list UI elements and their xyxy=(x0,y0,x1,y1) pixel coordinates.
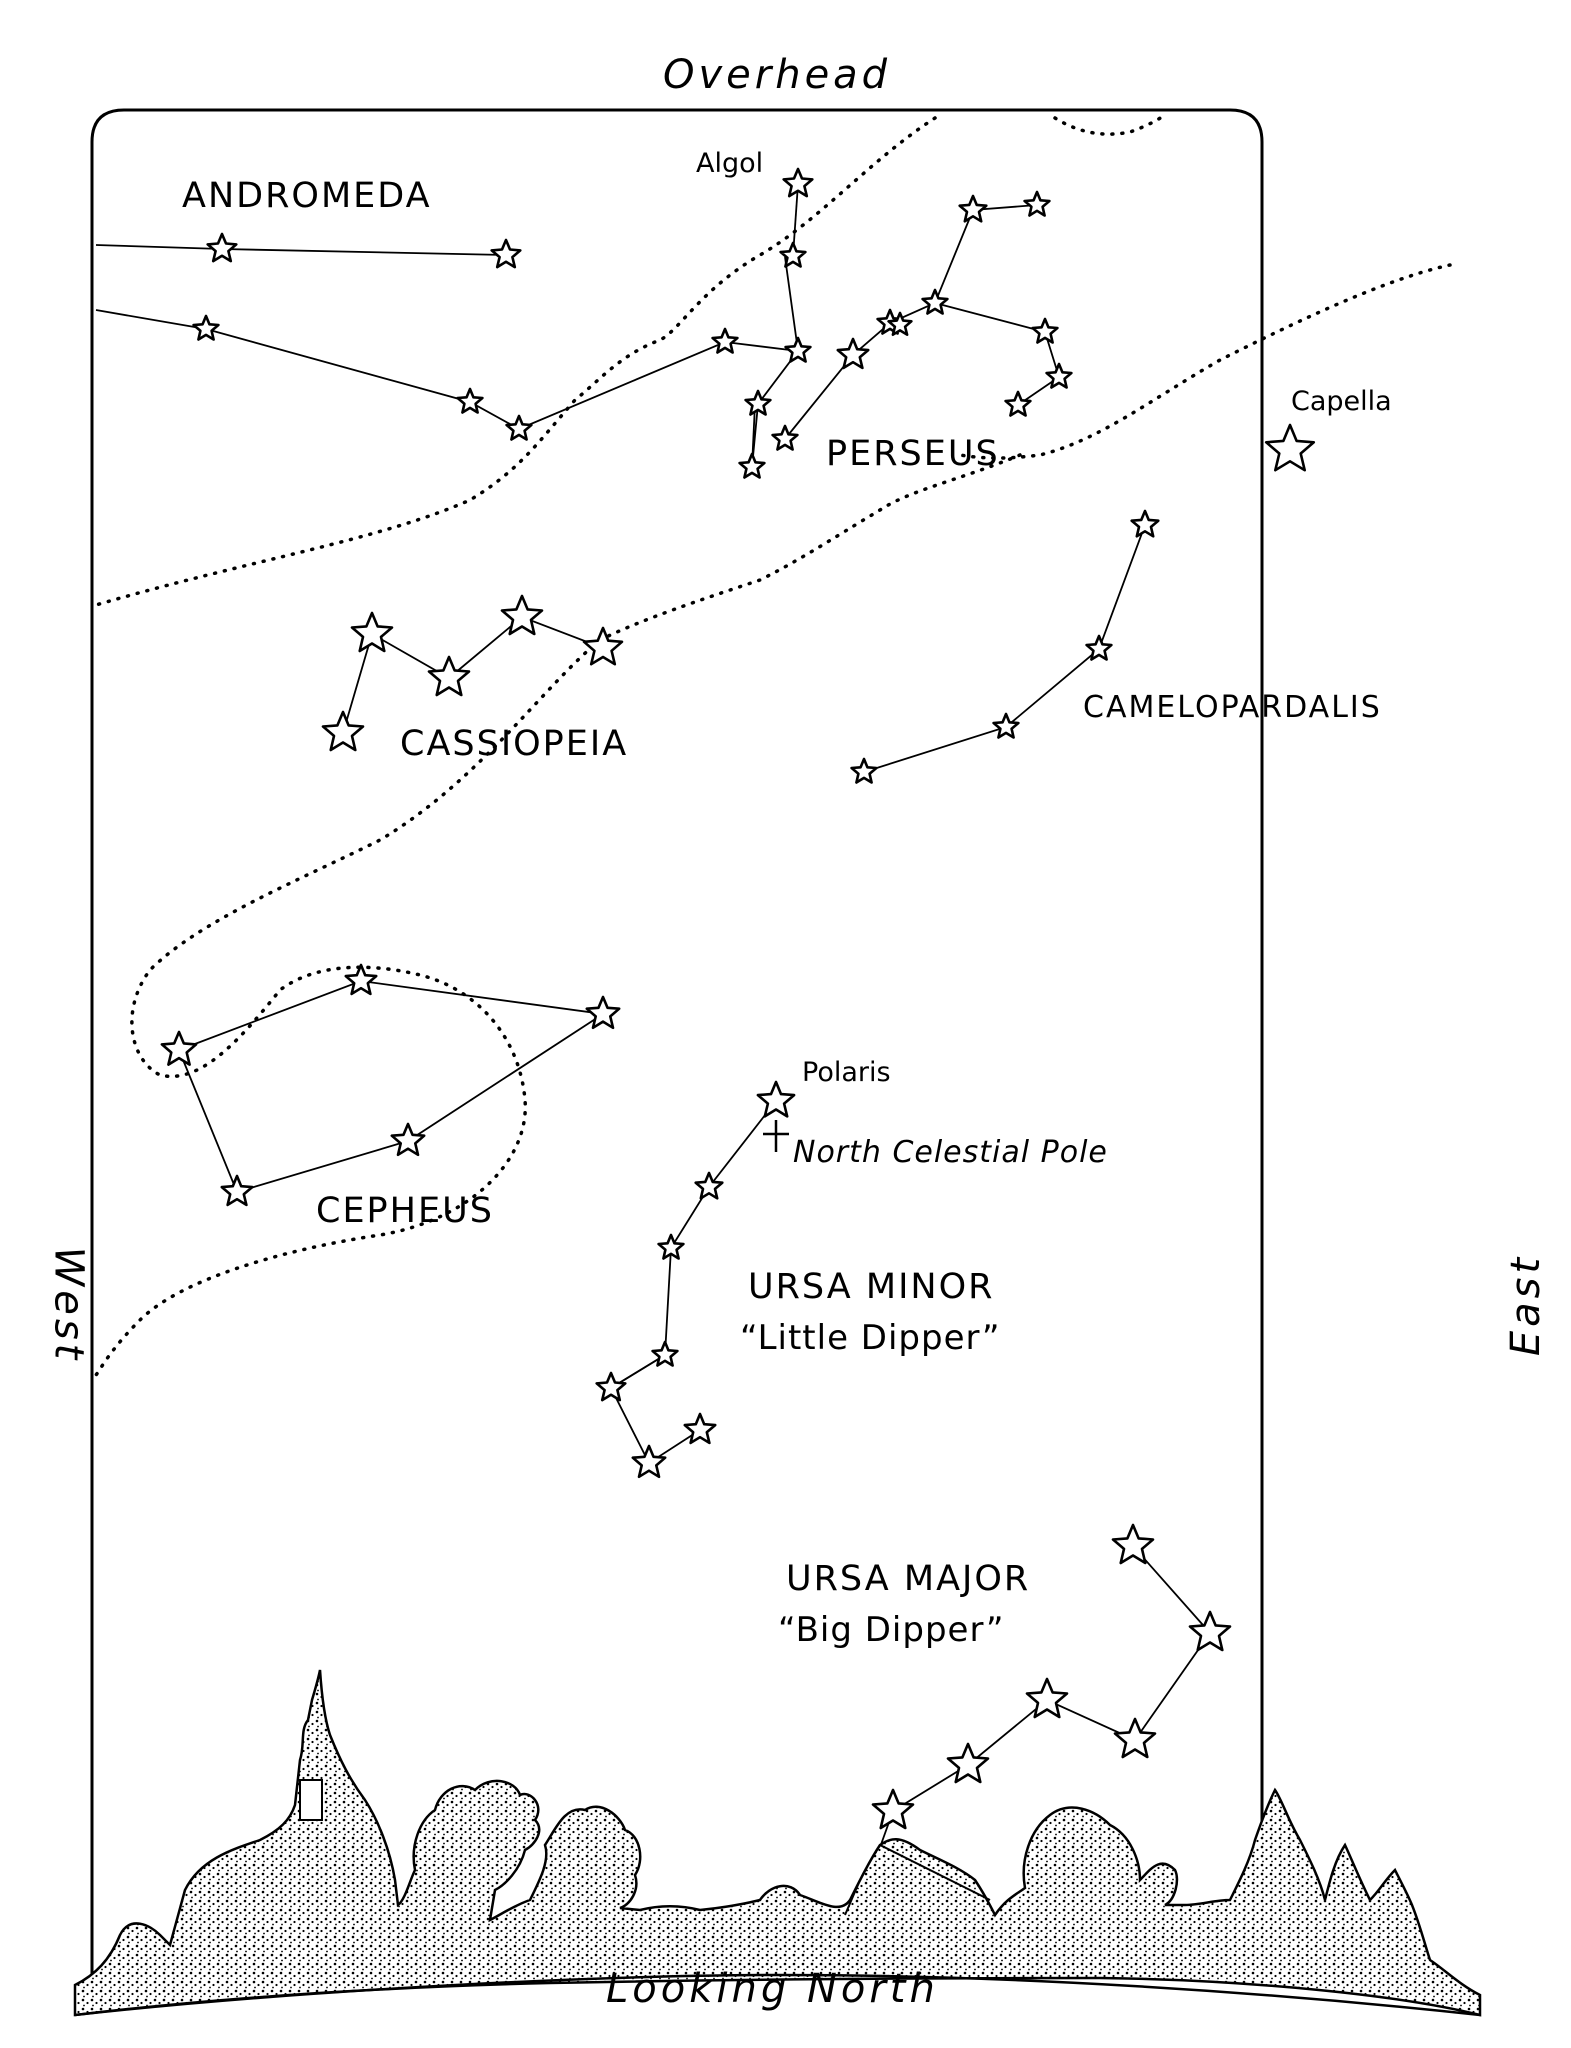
pole-cross-icon xyxy=(763,1120,789,1152)
star-icon xyxy=(1113,1717,1157,1759)
constellation-lines xyxy=(95,183,1212,1949)
ursa-minor-label: URSA MINOR xyxy=(748,1267,995,1307)
big-dipper-label: “Big Dipper” xyxy=(778,1610,1005,1650)
star-icon xyxy=(192,314,220,341)
ursa-major-label: URSA MAJOR xyxy=(786,1559,1031,1599)
star-icon xyxy=(344,963,378,996)
church-window xyxy=(299,1779,323,1821)
star-icon xyxy=(206,232,238,263)
star-icon xyxy=(582,626,624,666)
cepheus-label: CEPHEUS xyxy=(316,1191,494,1231)
horizon-silhouette xyxy=(73,1669,1482,2017)
star-icon xyxy=(220,1174,254,1207)
star-icon xyxy=(744,389,772,416)
star-field xyxy=(160,167,1316,1830)
star-icon xyxy=(456,387,484,414)
star-icon xyxy=(350,611,394,653)
star-icon xyxy=(1111,1523,1155,1565)
north-celestial-pole-label: North Celestial Pole xyxy=(793,1135,1108,1170)
star-icon xyxy=(595,1371,627,1402)
star-icon xyxy=(585,995,621,1030)
star-icon xyxy=(738,452,766,479)
star-icon xyxy=(694,1171,724,1200)
star-icon xyxy=(992,712,1020,739)
star-icon xyxy=(1045,362,1073,389)
milky-way-boundary xyxy=(94,113,1452,1377)
chart-frame xyxy=(90,108,1264,1975)
perseus-label: PERSEUS xyxy=(826,434,1000,474)
star-icon xyxy=(1025,1677,1069,1719)
star-icon xyxy=(771,424,799,451)
star-icon xyxy=(782,167,814,198)
star-icon xyxy=(651,1340,679,1367)
star-icon xyxy=(1023,190,1051,217)
overhead-label: Overhead xyxy=(663,52,892,98)
star-icon xyxy=(1085,634,1113,661)
cassiopeia-label: CASSIOPEIA xyxy=(400,724,629,764)
camelopardalis-label: CAMELOPARDALIS xyxy=(1083,690,1382,725)
star-icon xyxy=(490,238,522,269)
star-icon xyxy=(683,1412,717,1445)
star-icon xyxy=(500,594,544,636)
star-icon xyxy=(427,655,471,697)
star-icon xyxy=(390,1122,426,1157)
star-icon xyxy=(756,1080,796,1118)
andromeda-label: ANDROMEDA xyxy=(182,176,432,216)
star-icon xyxy=(836,337,870,370)
star-icon xyxy=(1130,509,1160,538)
star-icon xyxy=(1188,1610,1232,1652)
east-label: East xyxy=(1503,1253,1550,1357)
horizon-line xyxy=(74,1973,1481,2017)
star-icon xyxy=(321,710,365,752)
west-label: West xyxy=(45,1246,92,1364)
star-icon xyxy=(958,194,988,223)
star-icon xyxy=(850,757,878,784)
polaris-label: Polaris xyxy=(802,1057,891,1088)
star-icon xyxy=(921,288,949,315)
capella-label: Capella xyxy=(1291,386,1392,417)
star-icon xyxy=(946,1742,990,1784)
algol-label: Algol xyxy=(696,148,764,179)
star-icon xyxy=(631,1444,667,1479)
star-icon xyxy=(711,327,739,354)
star-icon xyxy=(505,414,533,441)
star-icon xyxy=(784,336,812,363)
looking-north-label: Looking North xyxy=(606,1966,939,2012)
star-icon xyxy=(160,1030,198,1066)
star-icon xyxy=(657,1233,685,1260)
star-icon xyxy=(1264,423,1316,472)
star-icon xyxy=(887,311,913,337)
star-icon xyxy=(779,241,807,268)
little-dipper-label: “Little Dipper” xyxy=(740,1318,1001,1358)
star-icon xyxy=(1004,390,1032,417)
star-icon xyxy=(1031,317,1059,344)
barn-roof-line xyxy=(844,1844,991,1916)
star-icon xyxy=(871,1788,915,1830)
